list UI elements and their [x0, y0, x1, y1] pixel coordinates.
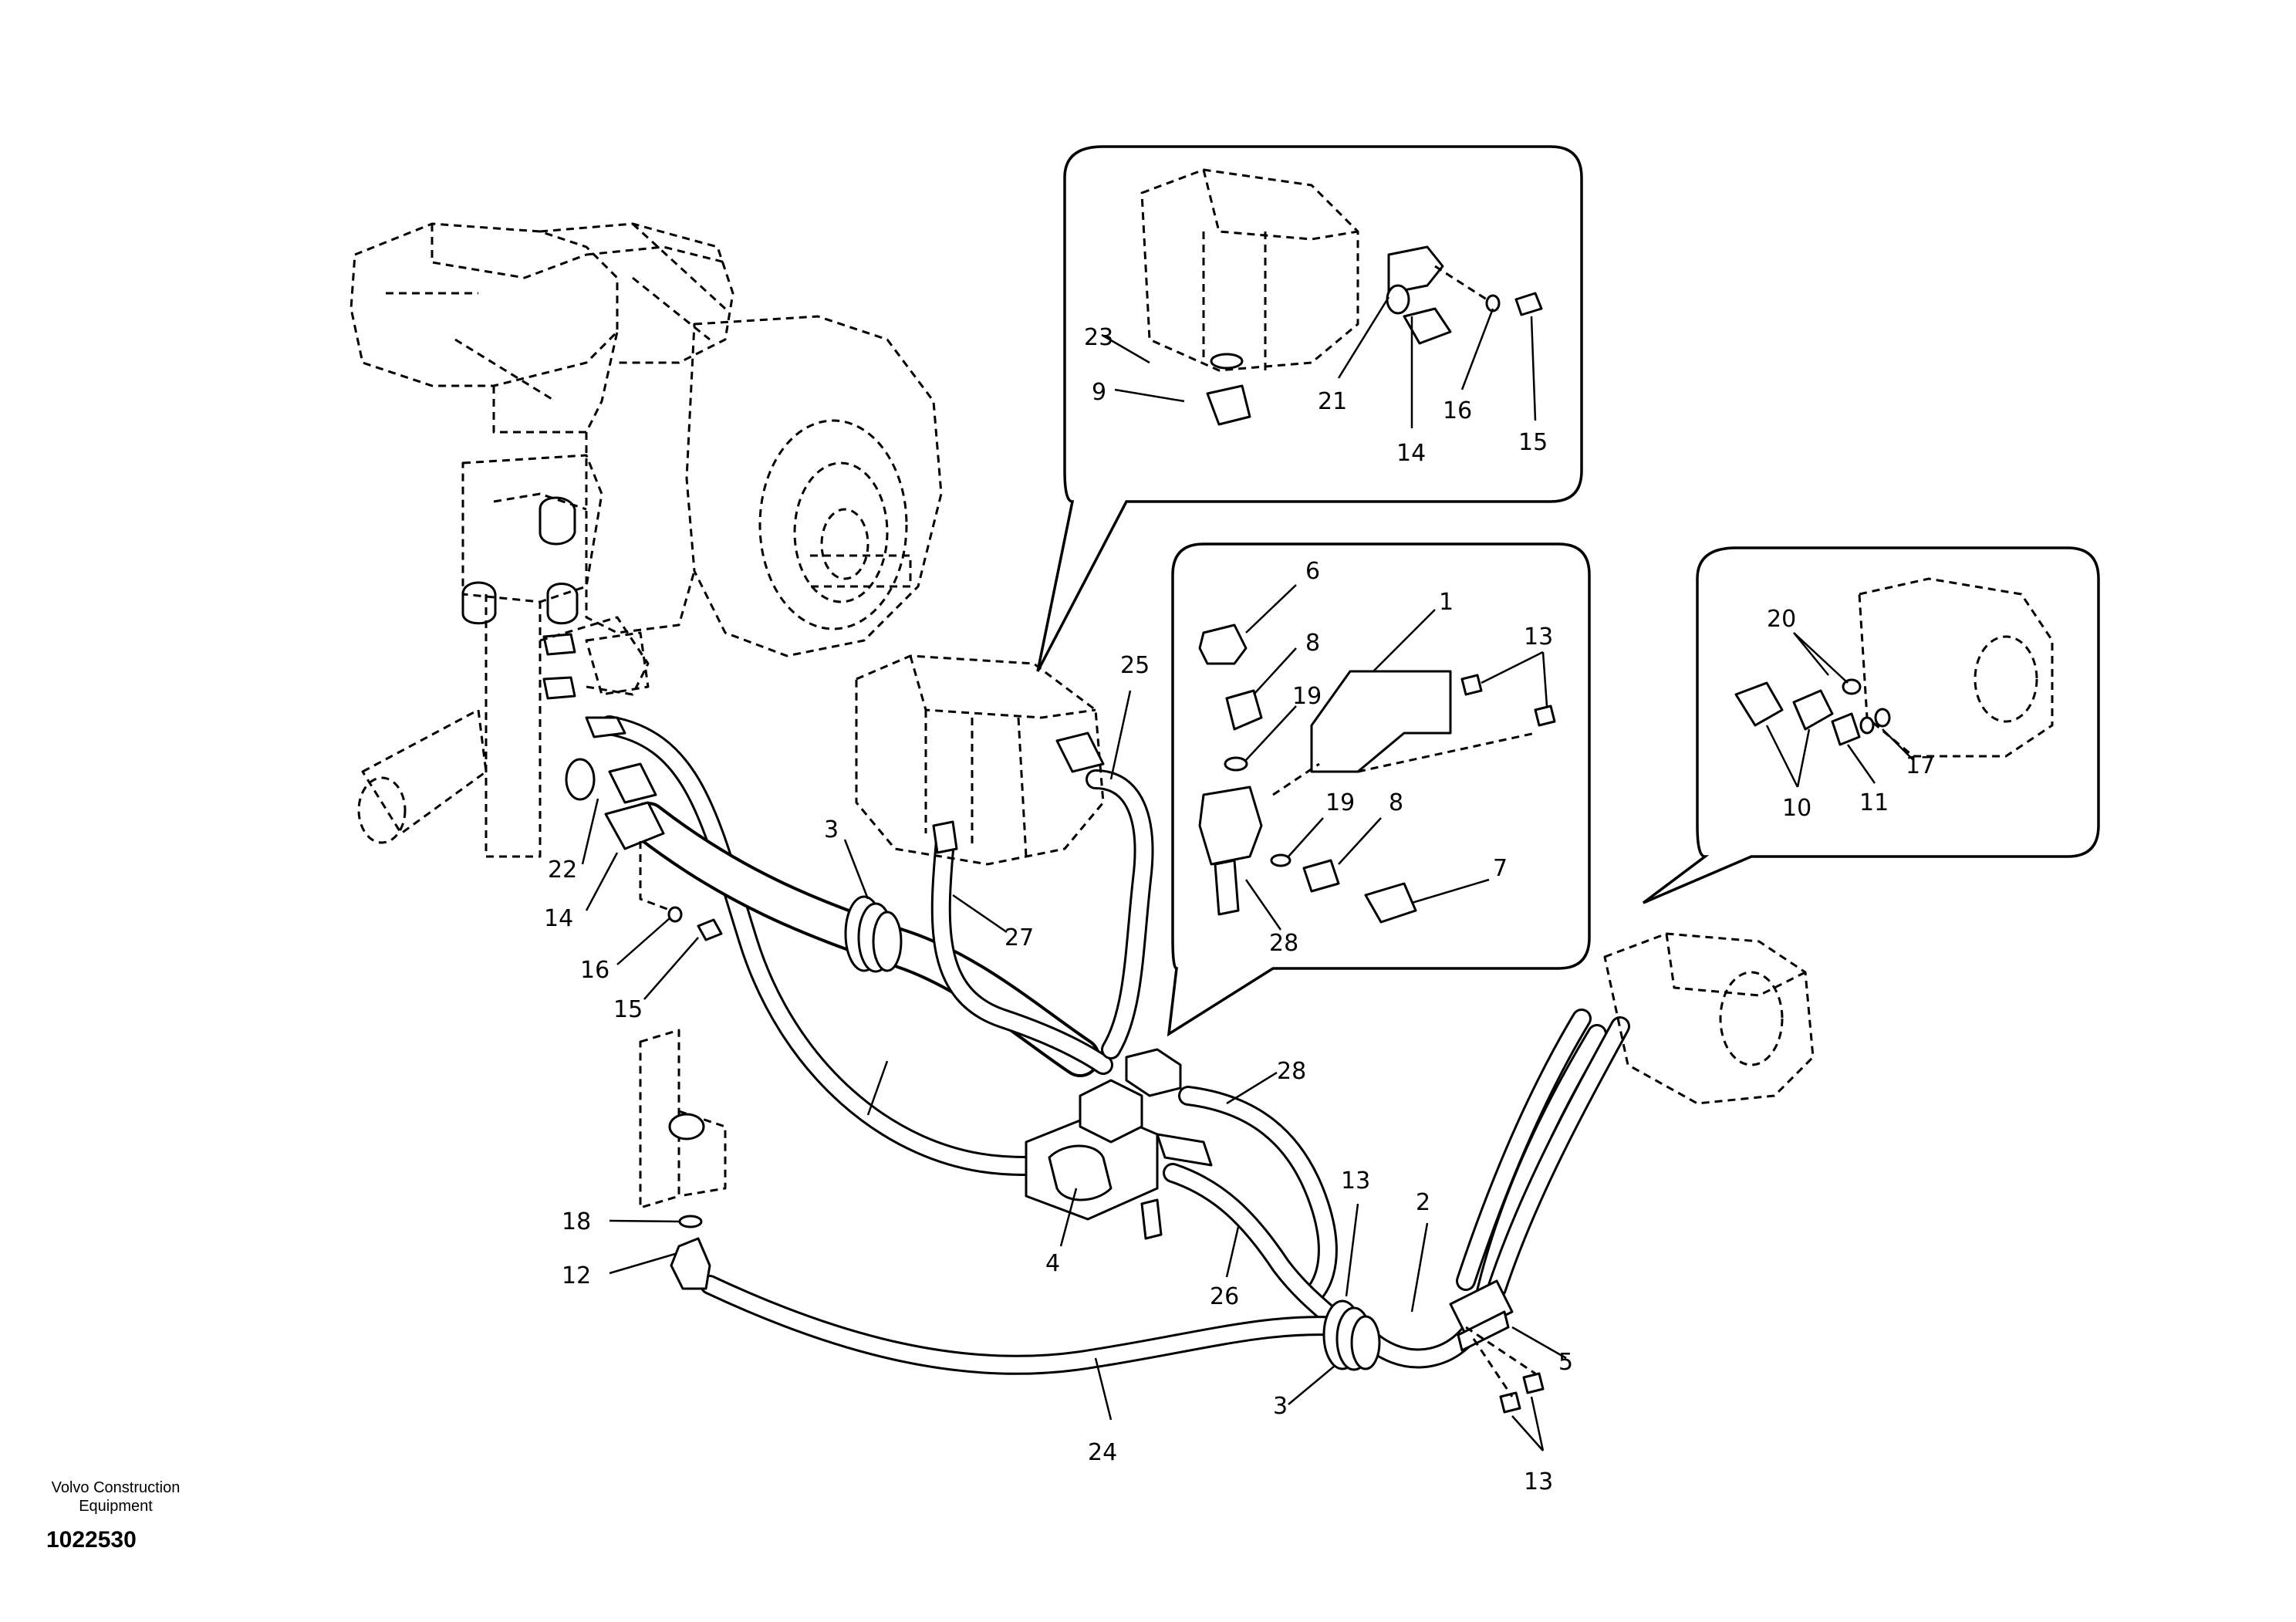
- callout-2: 2: [1416, 1189, 1430, 1216]
- gear-pump-outline: [855, 654, 1105, 866]
- connector-block-outline: [639, 1029, 727, 1209]
- callout-8-top: 8: [1305, 630, 1320, 657]
- callout-5: 5: [1558, 1349, 1573, 1376]
- main-pump-outline: [349, 222, 943, 858]
- callout-11: 11: [1859, 789, 1889, 816]
- callout-13-main: 13: [1341, 1168, 1370, 1195]
- callout-28: 28: [1269, 930, 1298, 957]
- callout-19-middle-bottom: 19: [1325, 789, 1355, 816]
- drawing-number: 1022530: [46, 1527, 137, 1553]
- detail-panel-middle: [1167, 542, 1591, 1037]
- callout-3-upper: 3: [824, 816, 839, 843]
- callout-10: 10: [1782, 795, 1811, 822]
- callout-14-main: 14: [544, 905, 573, 932]
- callout-1: 1: [1439, 589, 1454, 616]
- callout-12: 12: [562, 1262, 591, 1289]
- callout-20-detail: 21: [1318, 388, 1347, 415]
- callout-22: 24: [1088, 1439, 1117, 1466]
- callout-13-detail: 13: [1524, 623, 1553, 650]
- callout-23: 25: [1120, 652, 1150, 679]
- callout-20-main: 22: [548, 857, 577, 884]
- callout-9: 9: [1092, 379, 1106, 406]
- callout-19-middle-top: 19: [1292, 683, 1322, 710]
- callout-7: 7: [1493, 855, 1508, 882]
- assembly-guides: [639, 841, 1536, 1397]
- footer: Volvo Construction Equipment 1022530: [46, 1479, 180, 1553]
- detail-panel-top: [1036, 145, 1583, 672]
- callout-17: 17: [1906, 752, 1935, 779]
- main-hoses: [599, 715, 1630, 1375]
- brand-line-2: Equipment: [79, 1498, 153, 1515]
- fittings-and-clamps: [565, 716, 1545, 1414]
- callout-15-main: 15: [613, 996, 643, 1023]
- leader-lines: [581, 296, 1914, 1451]
- callout-25: 27: [1004, 924, 1034, 951]
- callout-15-detail: 15: [1518, 429, 1548, 456]
- callout-8-bottom: 8: [1389, 789, 1403, 816]
- callout-16-main: 16: [580, 957, 609, 984]
- callout-21: 23: [1084, 324, 1113, 351]
- callout-18: 18: [562, 1208, 591, 1235]
- callout-26: 28: [1277, 1058, 1306, 1085]
- callout-16-detail: 16: [1443, 397, 1472, 424]
- detail-panel-right: [1642, 546, 2100, 904]
- callout-6: 6: [1305, 558, 1320, 585]
- callout-14-detail: 14: [1396, 440, 1426, 467]
- brand-line-1: Volvo Construction: [52, 1479, 181, 1496]
- callout-4: 4: [1045, 1250, 1060, 1277]
- callout-19-right: 20: [1767, 606, 1796, 633]
- callout-24: 26: [1210, 1283, 1239, 1310]
- callout-labels: 23 9 21 14 16 15 6 8 19 1 13 19 8 7 28 2…: [544, 324, 1935, 1495]
- callout-13-lower: 13: [1524, 1468, 1553, 1495]
- travel-motor-outline: [1603, 932, 1815, 1105]
- callout-3-lower: 3: [1273, 1393, 1288, 1420]
